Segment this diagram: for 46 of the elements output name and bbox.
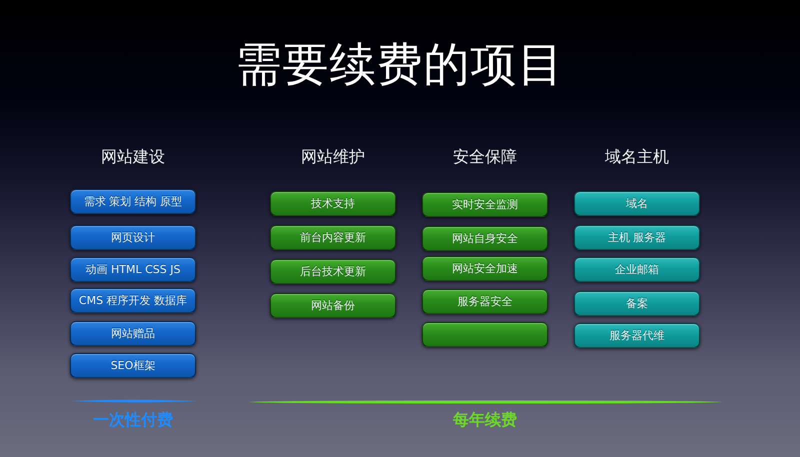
item-box	[70, 353, 196, 378]
payment-note: 每年续费	[453, 409, 517, 431]
item-box	[574, 225, 700, 250]
item-box	[270, 259, 396, 284]
item-text: 实时安全监测	[452, 198, 518, 212]
item-box	[422, 289, 548, 314]
item-box	[70, 257, 196, 282]
payment-note: 一次性付费	[93, 409, 173, 431]
item-text: 网站自身安全	[452, 232, 518, 246]
item-box	[70, 189, 196, 214]
item-box	[574, 191, 700, 216]
item-box	[574, 257, 700, 282]
item-box	[270, 225, 396, 250]
item-text: 动画 HTML CSS JS	[86, 262, 180, 276]
item-box	[270, 191, 396, 216]
item-box	[422, 226, 548, 251]
item-box	[574, 291, 700, 316]
item-text: SEO框架	[110, 358, 156, 372]
item-text: 服务器安全	[458, 294, 512, 308]
item-text: 主机 服务器	[608, 230, 666, 244]
item-text: 技术支持	[311, 196, 355, 210]
item-box	[70, 225, 196, 250]
item-box	[422, 256, 548, 281]
item-text: 域名	[626, 196, 648, 210]
item-text: 服务器代维	[610, 328, 664, 342]
item-box	[70, 288, 196, 313]
item-box	[70, 321, 196, 346]
item-box	[574, 323, 700, 348]
item-box	[422, 322, 548, 347]
item-text: 网站备份	[311, 298, 355, 312]
item-text: 网站赠品	[111, 326, 155, 340]
slide-title: 需要续费的项目	[236, 37, 564, 91]
item-text: 网站安全加速	[452, 262, 518, 276]
item-box	[270, 293, 396, 318]
column-heading: 网站建设	[101, 146, 165, 168]
item-text: 企业邮箱	[615, 262, 659, 276]
item-text: 备案	[626, 296, 648, 310]
item-text: 网页设计	[111, 230, 155, 244]
column-heading: 域名主机	[605, 146, 669, 168]
item-text: CMS 程序开发 数据库	[78, 294, 188, 308]
item-text: 需求 策划 结构 原型	[84, 194, 182, 208]
item-text: 后台技术更新	[300, 264, 366, 278]
item-box	[422, 192, 548, 217]
column-heading: 安全保障	[453, 146, 517, 168]
column-heading: 网站维护	[301, 146, 365, 168]
item-text: 前台内容更新	[300, 230, 366, 244]
